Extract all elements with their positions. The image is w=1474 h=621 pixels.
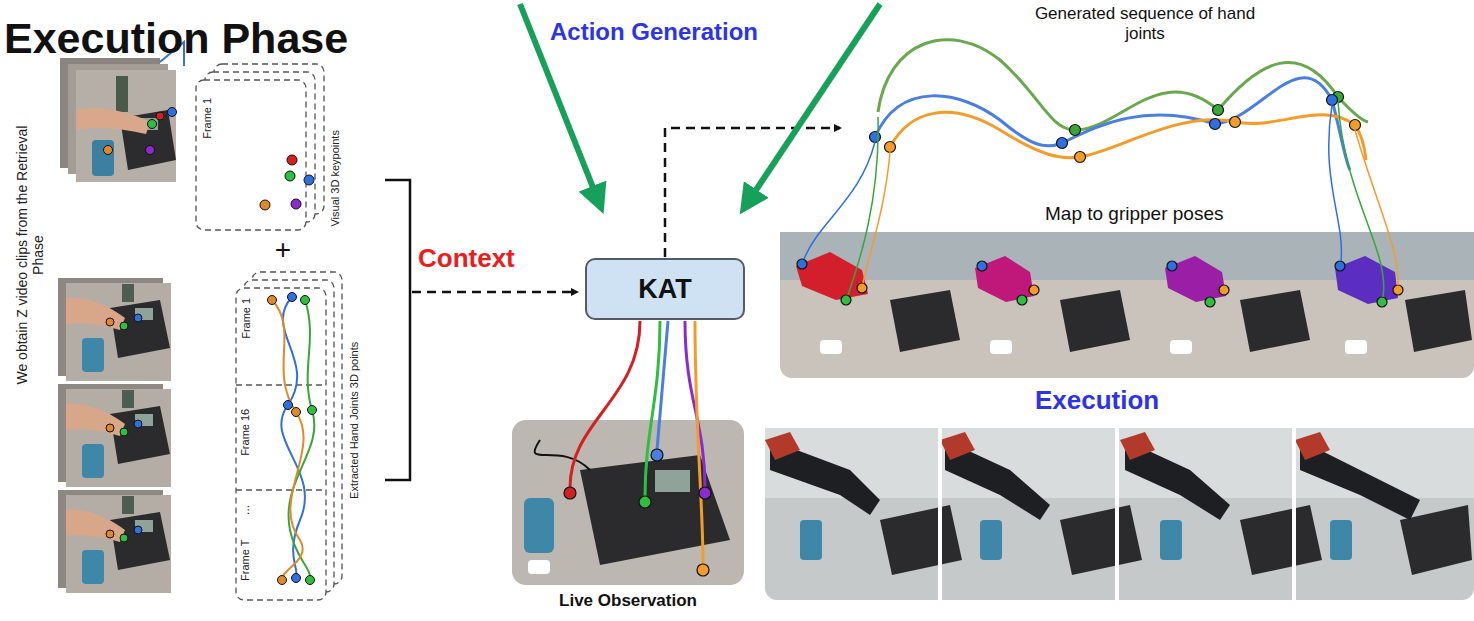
live-observation-image	[512, 420, 744, 585]
stage-heading: Execution	[1035, 386, 1159, 416]
ellipsis: ...	[239, 505, 253, 515]
stage-heading: Action Generation	[550, 18, 758, 46]
joint-dots	[268, 293, 317, 585]
joint-frames	[236, 272, 342, 600]
plus-sign: +	[275, 234, 291, 266]
frame-label: Frame 16	[240, 408, 253, 455]
image-caption: Live Observation	[559, 591, 697, 611]
flow-label: Context	[418, 244, 515, 274]
observation-links	[570, 321, 705, 565]
side-note: We obtain Z video clips from the Retriev…	[14, 110, 46, 400]
joint-trajectories	[272, 297, 314, 580]
observation-dots	[564, 449, 711, 576]
execution-panel	[765, 428, 1474, 600]
frame-label: Frame T	[240, 539, 253, 580]
video-clips	[58, 42, 184, 593]
gripper-panel	[780, 102, 1474, 378]
model-box: KAT	[585, 258, 745, 320]
diagram-title: Execution Phase	[4, 14, 348, 63]
green-arrows	[520, 4, 880, 202]
box-label: KAT	[638, 274, 692, 305]
keypoint-frames	[196, 64, 324, 230]
frame-label: Frame 1	[201, 98, 214, 139]
axis-note: Visual 3D keypoints	[329, 130, 342, 226]
generated-trajectories	[875, 40, 1368, 170]
axis-note: Extracted Hand Joints 3D points	[349, 341, 362, 498]
frame-label: Frame 1	[240, 298, 253, 339]
trajectory-dots	[870, 92, 1361, 163]
panel-caption: Generated sequence of hand joints	[1030, 4, 1260, 43]
panel-caption: Map to gripper poses	[1045, 203, 1224, 225]
keypoint-dots	[260, 155, 314, 210]
